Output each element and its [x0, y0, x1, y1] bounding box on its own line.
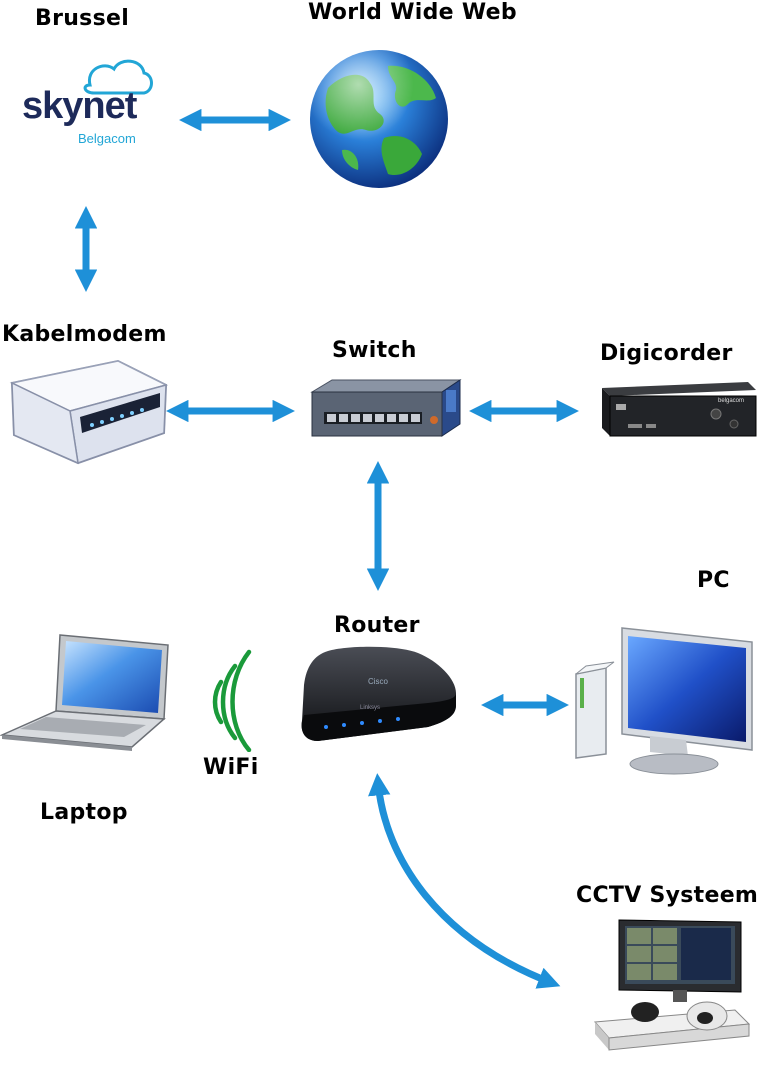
switch-device: [310, 378, 462, 440]
skynet-cloud-icon: [83, 59, 153, 95]
globe-icon: [308, 48, 450, 190]
digicorder-device: belgacom: [598, 378, 758, 440]
kabelmodem-label: Kabelmodem: [2, 322, 167, 347]
cctv-device: [585, 918, 753, 1058]
wifi-label: WiFi: [203, 755, 259, 780]
wifi-signal-icon: [205, 648, 261, 753]
router-label: Router: [334, 613, 420, 638]
switch-label: Switch: [332, 338, 417, 363]
belgacom-logo-text: Belgacom: [78, 131, 136, 146]
skynet-logo: skynet Belgacom: [20, 55, 155, 150]
skynet-logo-text: skynet: [22, 85, 137, 127]
laptop-label: Laptop: [40, 800, 128, 825]
pc-label: PC: [697, 568, 730, 593]
pc-device: [570, 624, 756, 778]
router-model-text: Linksys: [360, 705, 381, 711]
brussel-label: Brussel: [35, 6, 130, 31]
router-brand-text: Cisco: [368, 677, 389, 686]
digicorder-brand-text: belgacom: [718, 398, 745, 404]
laptop-device: [0, 633, 172, 753]
arrow-router-cctv: [368, 773, 561, 989]
kabelmodem-device: [8, 355, 169, 465]
world-wide-web-label: World Wide Web: [308, 0, 517, 25]
digicorder-label: Digicorder: [600, 341, 733, 366]
router-device: Cisco Linksys: [298, 645, 460, 745]
cctv-systeem-label: CCTV Systeem: [576, 883, 759, 908]
